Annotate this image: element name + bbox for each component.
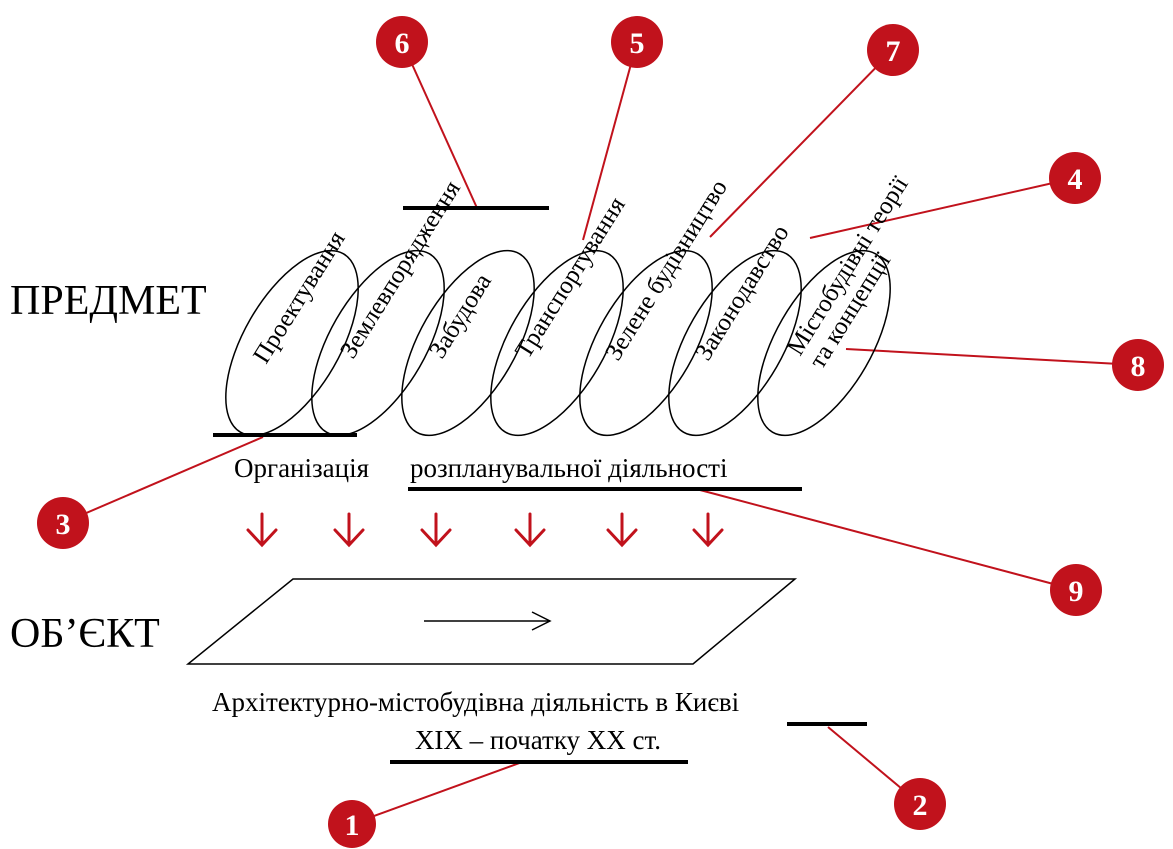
organization-prefix: Організація (234, 453, 369, 483)
leader-line-7 (709, 49, 894, 238)
leader-line-1 (351, 760, 526, 825)
marker-9: 9 (1050, 564, 1102, 616)
topic-oval-3 (401, 249, 535, 437)
direction-arrow (424, 611, 552, 631)
marker-7: 7 (867, 24, 919, 76)
topic-oval-1 (225, 249, 359, 437)
organization-underlined: розпланувальної діяльності (410, 453, 727, 483)
leader-line-8 (845, 348, 1139, 366)
down-arrow-5 (606, 512, 638, 548)
down-arrow-4 (514, 512, 546, 548)
marker-6: 6 (376, 16, 428, 68)
marker-5: 5 (611, 16, 663, 68)
leader-line-4 (809, 177, 1076, 239)
marker-8: 8 (1112, 339, 1164, 391)
object-caption-prefix: Архітектурно-містобудівна діяльність в (212, 687, 668, 717)
topic-oval-5 (579, 249, 713, 437)
leader-line-5 (582, 41, 638, 241)
topic-label-3: Забудова (424, 269, 497, 363)
object-caption-line1: Архітектурно-містобудівна діяльність в К… (212, 687, 739, 717)
subject-label: ПРЕДМЕТ (10, 278, 207, 324)
svg-text:6: 6 (395, 27, 410, 60)
object-caption-line2: XIX – початку XX ст. (415, 725, 661, 755)
down-arrow-2 (333, 512, 365, 548)
topic-oval-4 (490, 249, 624, 437)
svg-text:7: 7 (886, 35, 901, 68)
leader-line-3 (62, 436, 264, 524)
svg-text:5: 5 (630, 27, 645, 60)
topic-oval-6 (668, 249, 802, 437)
leader-line-9 (699, 489, 1077, 591)
marker-2: 2 (894, 778, 946, 830)
svg-text:9: 9 (1069, 575, 1084, 608)
marker-4: 4 (1049, 152, 1101, 204)
down-arrow-6 (692, 512, 724, 548)
svg-text:2: 2 (913, 789, 928, 822)
topic-oval-2 (311, 249, 445, 437)
marker-3: 3 (37, 497, 89, 549)
marker-1: 1 (328, 800, 376, 848)
down-arrow-1 (246, 512, 278, 548)
topic-oval-7 (757, 249, 891, 437)
object-plane (185, 578, 798, 665)
svg-text:1: 1 (345, 809, 360, 842)
svg-text:8: 8 (1131, 350, 1146, 383)
svg-text:4: 4 (1068, 163, 1083, 196)
object-caption-kyiv: Києві (675, 687, 739, 717)
topic-label-6: Законодавство (690, 220, 794, 365)
leader-line-6 (401, 41, 478, 209)
object-label: ОБ’ЄКТ (10, 611, 160, 657)
svg-text:3: 3 (56, 508, 71, 541)
down-arrow-3 (420, 512, 452, 548)
